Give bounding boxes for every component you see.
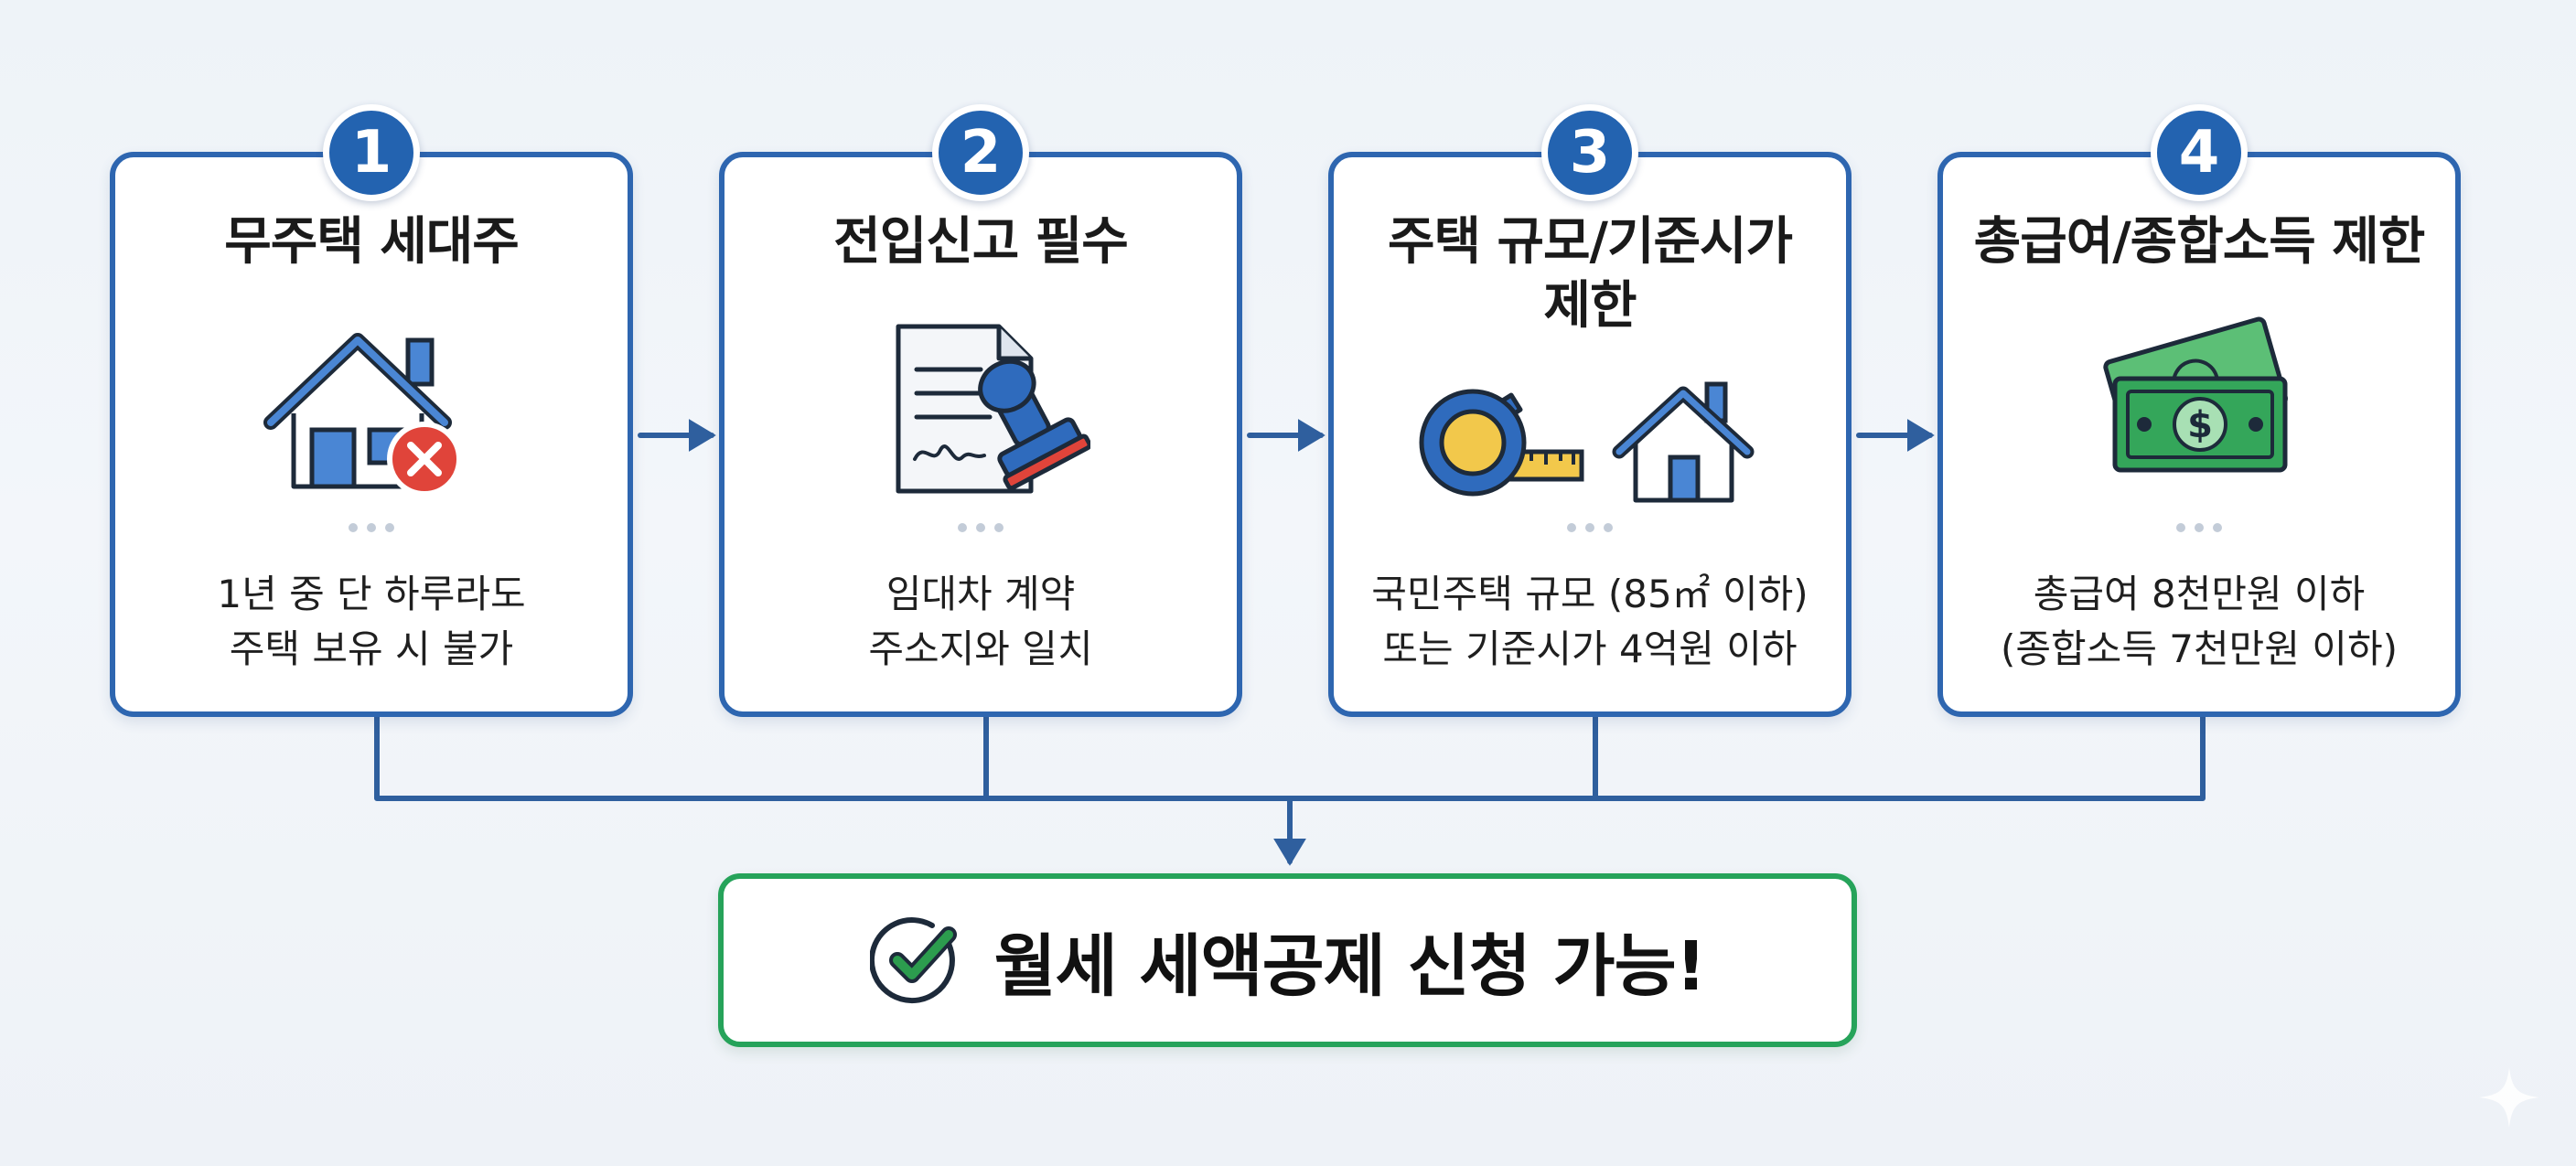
sparkle-icon xyxy=(2479,1067,2539,1128)
money-bills-icon: $ xyxy=(2103,316,2288,473)
step-description: 1년 중 단 하루라도 주택 보유 시 불가 xyxy=(217,572,526,671)
tape-measure-house-icon xyxy=(1419,381,1755,503)
step-card-4: 4 총급여/종합소득 제한 $ 총급여 8천만원 이하 (종합소득 7천만원 이… xyxy=(1937,104,2461,717)
house-with-x-icon xyxy=(263,333,462,497)
step-number-badge: 4 xyxy=(2151,104,2248,201)
step-description: 총급여 8천만원 이하 (종합소득 7천만원 이하) xyxy=(2001,572,2398,671)
step-title: 무주택 세대주 xyxy=(224,212,520,272)
step-number-badge: 1 xyxy=(323,104,420,201)
step-number-badge: 2 xyxy=(932,104,1029,201)
merge-line xyxy=(374,714,2206,801)
step-description: 임대차 계약 주소지와 일치 xyxy=(868,572,1093,671)
step-title: 전입신고 필수 xyxy=(833,212,1129,272)
separator-dots xyxy=(2176,523,2222,532)
step-card-1: 1 무주택 세대주 1년 중 단 하루라도 주택 보유 시 불가 xyxy=(110,104,633,717)
step-card-2: 2 전입신고 필수 임대차 계약 주소지와 일치 xyxy=(719,104,1242,717)
step-description: 국민주택 규모 (85㎡ 이하) 또는 기준시가 4억원 이하 xyxy=(1371,572,1809,671)
separator-dots xyxy=(349,523,394,532)
result-text: 월세 세액공제 신청 가능! xyxy=(993,926,1707,1006)
result-box: 월세 세액공제 신청 가능! xyxy=(718,873,1857,1047)
step-title: 총급여/종합소득 제한 xyxy=(1973,212,2426,272)
svg-text:$: $ xyxy=(2187,404,2213,446)
document-stamp-icon xyxy=(896,324,1090,494)
separator-dots xyxy=(958,523,1004,532)
step-card-3: 3 주택 규모/기준시가 제한 국민주택 규모 (85㎡ 이하) 또는 기 xyxy=(1328,104,1852,717)
separator-dots xyxy=(1567,523,1613,532)
check-circle-icon xyxy=(869,917,957,1004)
step-title: 주택 규모/기준시가 제한 xyxy=(1387,212,1793,336)
step-number-badge: 3 xyxy=(1541,104,1638,201)
